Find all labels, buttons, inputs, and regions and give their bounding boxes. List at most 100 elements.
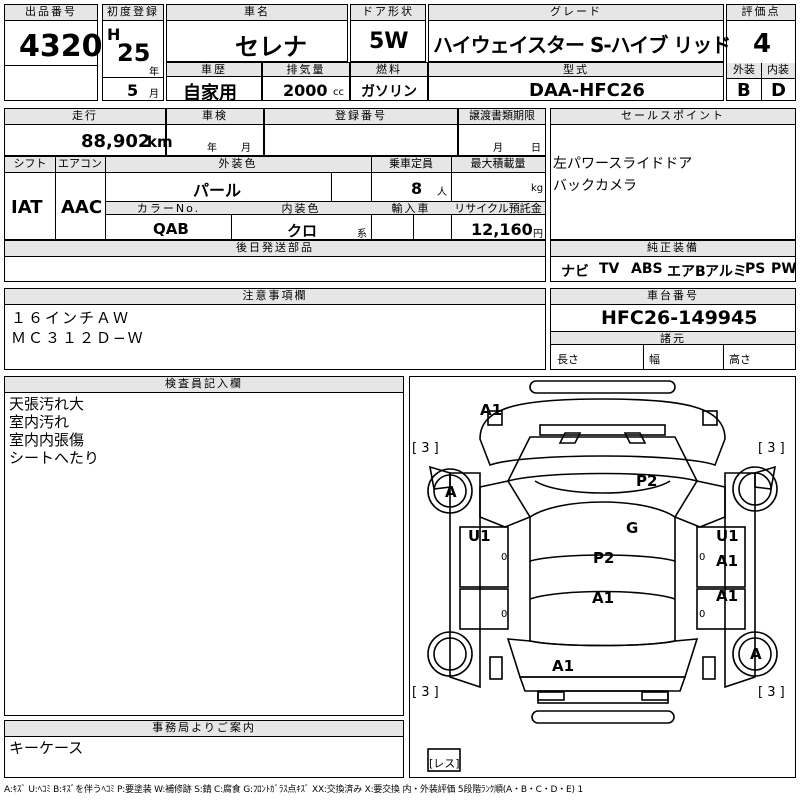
tire-depth-label: [ 3 ] — [412, 441, 439, 456]
dimensions-label: 諸元 — [551, 331, 795, 345]
damage-mark: U1 — [716, 527, 739, 545]
reg-no-label: 登録番号 — [265, 109, 457, 125]
inspector-line: シートへたり — [9, 449, 100, 467]
shift-label: シフト — [5, 157, 55, 173]
score-ext: B — [737, 80, 751, 101]
transfer-box: 譲渡書類期限 月 日 — [458, 108, 546, 156]
aircon-label: エアコン — [55, 157, 105, 173]
door-box: ドア形状 5W — [350, 4, 426, 62]
damage-mark: A1 — [552, 657, 575, 675]
grade-label: グレード — [429, 5, 723, 21]
fuel-box: 燃料 ガソリン — [350, 62, 428, 101]
lot-number: 4320 — [19, 29, 103, 64]
transfer-day-unit: 日 — [531, 143, 541, 154]
equipment-item: PW — [771, 261, 797, 277]
damage-mark: G — [626, 519, 639, 537]
grade-value: ハイウェイスター S-ハイブ リッド — [433, 33, 731, 57]
mileage-value: 88,902 — [81, 131, 151, 152]
inspector-label: 検査員記入欄 — [5, 377, 403, 393]
displacement-label: 排気量 — [263, 63, 349, 77]
tread-marker: 0 — [501, 552, 508, 563]
damage-mark: A — [750, 645, 762, 663]
mileage-box: 走行 88,902 km — [4, 108, 173, 156]
tire-depth-label: [ 3 ] — [758, 441, 785, 456]
tread-marker: 0 — [501, 609, 508, 620]
type-label: 型式 — [429, 63, 723, 77]
equipment-item: ABS — [631, 261, 663, 277]
tire-depth-label: [ 3 ] — [758, 685, 785, 700]
import-label: 輸入車 — [371, 201, 451, 215]
fuel-value: ガソリン — [361, 84, 417, 100]
office-label: 事務局よりご案内 — [5, 721, 403, 737]
equipment-label: 純正装備 — [551, 241, 795, 257]
inspector-box: 検査員記入欄 天張汚れ大 室内汚れ 室内内張傷 シートへたり — [4, 376, 404, 716]
tread-marker: 0 — [699, 552, 706, 563]
first-reg-month: 5 — [127, 81, 139, 100]
damage-mark: A1 — [716, 552, 739, 570]
history-value: 自家用 — [183, 83, 237, 104]
score-int-label: 内装 — [761, 63, 795, 79]
model-name: セレナ — [235, 33, 307, 61]
model-label: 車名 — [167, 5, 347, 21]
capacity-value: 8 — [411, 179, 423, 198]
int-color-unit: 系 — [357, 229, 367, 240]
first-reg-year-unit: 年 — [149, 67, 159, 78]
score-label: 評価点 — [727, 5, 795, 21]
int-color-value: クロ — [287, 222, 318, 240]
dimension-width: 幅 — [649, 353, 660, 366]
damage-mark: U1 — [468, 527, 491, 545]
car-outline — [427, 380, 778, 772]
max-load-unit: kg — [531, 183, 544, 194]
score-box: 評価点 4 外装 内装 B D — [726, 4, 796, 101]
damage-mark: P2 — [593, 549, 615, 567]
aircon-value: AAC — [61, 197, 103, 218]
transfer-month-unit: 月 — [493, 143, 503, 154]
first-reg-box: 初度登録 H 25 年 5 月 — [102, 4, 164, 101]
inspector-line: 室内内張傷 — [9, 431, 85, 449]
ext-color-value: パール — [193, 181, 242, 200]
model-box: 車名 セレナ — [166, 4, 348, 62]
office-box: 事務局よりご案内 キーケース — [4, 720, 404, 778]
int-color-label: 内装色 — [231, 201, 371, 215]
max-load-label: 最大積載量 — [451, 157, 545, 173]
mileage-label: 走行 — [5, 109, 165, 125]
dimension-length: 長さ — [557, 353, 579, 366]
transfer-label: 譲渡書類期限 — [459, 109, 545, 125]
spare-tire-label: [レス] — [429, 757, 460, 770]
chassis-label: 車台番号 — [551, 289, 795, 305]
history-label: 車歴 — [167, 63, 261, 77]
equipment-item: TV — [599, 261, 620, 277]
type-value: DAA-HFC26 — [529, 80, 645, 101]
sales-point-line: 左パワースライドドア — [553, 156, 693, 172]
equipment-item: アルミ — [705, 264, 747, 280]
fuel-label: 燃料 — [351, 63, 427, 77]
tread-marker: 0 — [699, 609, 706, 620]
equipment-box: 純正装備 ナビ TV ABS エアB アルミ PS PW — [550, 240, 797, 282]
reg-no-box: 登録番号 — [264, 108, 458, 156]
first-reg-month-unit: 月 — [149, 89, 159, 100]
sales-point-box: セールスポイント 左パワースライドドア バックカメラ — [550, 108, 796, 240]
score-value: 4 — [753, 29, 772, 59]
first-reg-label: 初度登録 — [103, 5, 163, 21]
displacement-unit: cc — [333, 87, 344, 98]
lot-box: 出品番号 4320 — [4, 4, 103, 101]
displacement-box: 排気量 2000 cc — [262, 62, 350, 101]
type-box: 型式 DAA-HFC26 — [428, 62, 724, 101]
inspection-month-unit: 月 — [241, 143, 251, 154]
recycle-unit: 円 — [533, 229, 543, 240]
score-int: D — [771, 80, 786, 101]
equipment-item: PS — [745, 261, 766, 277]
office-value: キーケース — [9, 739, 84, 757]
damage-mark: A — [445, 483, 457, 501]
damage-mark: A1 — [716, 587, 739, 605]
chassis-value: HFC26-149945 — [601, 307, 758, 329]
equipment-item: エアB — [667, 264, 706, 280]
capacity-unit: 人 — [437, 187, 447, 198]
door-label: ドア形状 — [351, 5, 425, 21]
inspector-line: 室内汚れ — [9, 413, 70, 431]
capacity-label: 乗車定員 — [371, 157, 451, 173]
color-no-value: QAB — [153, 220, 189, 238]
history-box: 車歴 自家用 — [166, 62, 262, 104]
inspector-line: 天張汚れ大 — [9, 395, 85, 413]
tire-depth-label: [ 3 ] — [412, 685, 439, 700]
